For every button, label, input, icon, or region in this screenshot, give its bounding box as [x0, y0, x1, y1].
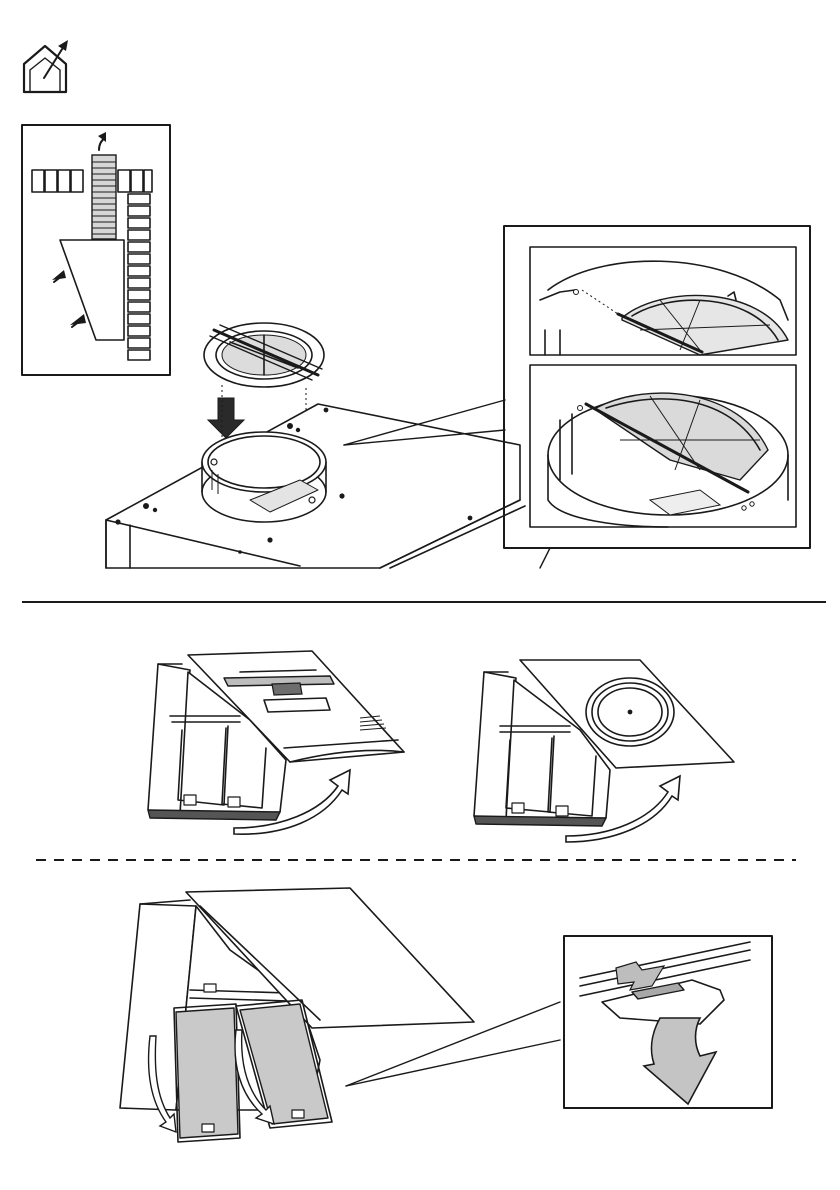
detail-inset-upper — [530, 247, 796, 355]
damper-ring — [204, 323, 324, 387]
filter-latch-detail — [564, 936, 772, 1108]
hood-top — [106, 404, 525, 568]
hood-panel-open-flat-view — [474, 660, 734, 842]
house-vent-outside-icon — [24, 40, 68, 92]
hood-open-filters — [120, 888, 474, 1142]
vertical-rigid-duct — [128, 194, 150, 360]
duct-diagram-inset — [22, 125, 170, 375]
hood-panel-open-filter-view — [148, 651, 404, 834]
insert-arrow-left — [208, 398, 244, 438]
detail-inset-lower — [530, 365, 796, 527]
vertical-flex-duct — [92, 155, 116, 239]
